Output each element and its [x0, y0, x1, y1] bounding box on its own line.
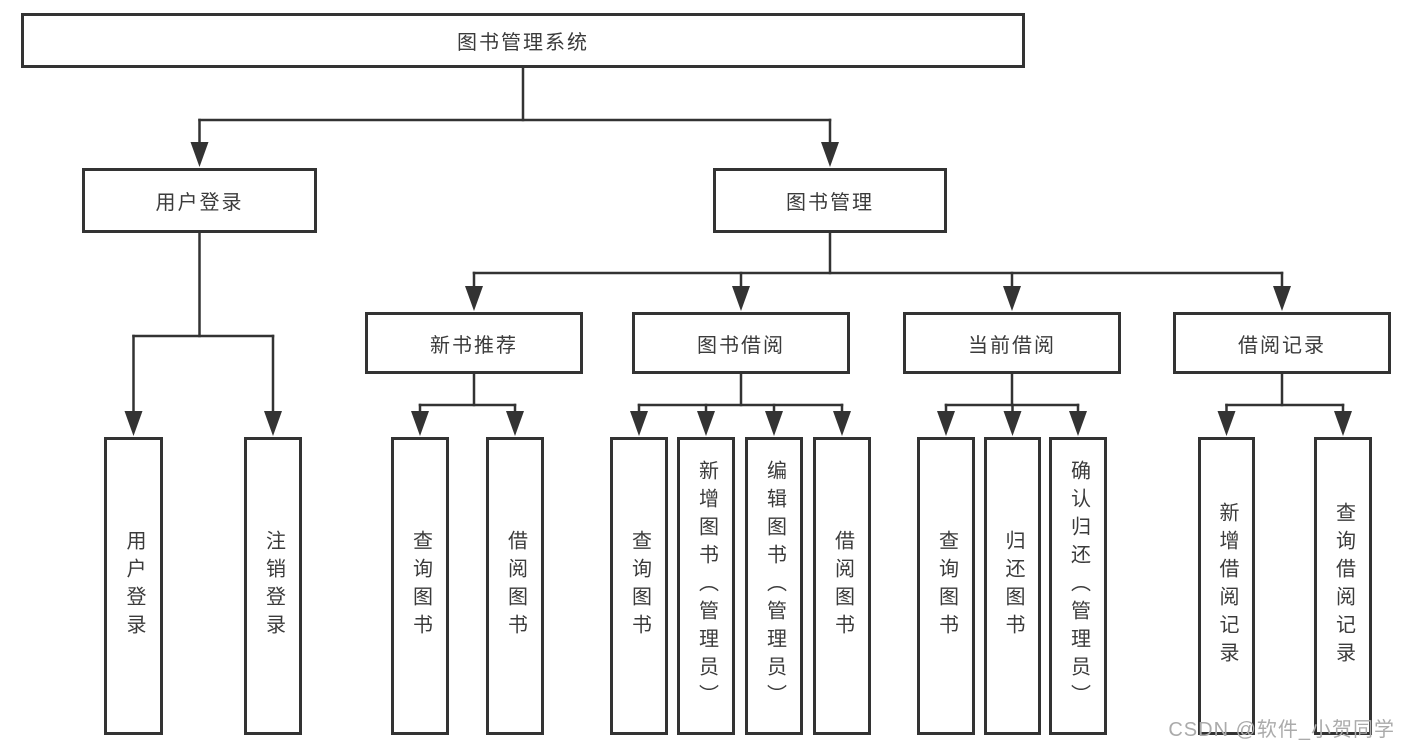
- node-root: 图书管理系统: [21, 13, 1025, 68]
- node-records: 借阅记录: [1173, 312, 1391, 374]
- node-leaf-logout: 注销登录: [244, 437, 302, 735]
- arrowhead-icon: [1217, 411, 1236, 436]
- node-leaf-nb-query: 查询图书: [391, 437, 449, 735]
- arrowhead-icon: [765, 411, 783, 436]
- watermark: CSDN @软件_小贺同学: [1168, 719, 1395, 741]
- arrowhead-icon: [1069, 411, 1087, 436]
- node-leaf-cur-confirm: 确认归还（管理员）: [1049, 437, 1107, 735]
- arrowhead-icon: [1334, 411, 1352, 436]
- node-leaf-rec-add: 新增借阅记录: [1198, 437, 1255, 735]
- arrowhead-icon: [630, 411, 648, 436]
- node-leaf-rec-query: 查询借阅记录: [1314, 437, 1372, 735]
- node-leaf-nb-borrow: 借阅图书: [486, 437, 544, 735]
- node-borrow: 图书借阅: [632, 312, 850, 374]
- arrowhead-icon: [411, 411, 429, 436]
- node-login: 用户登录: [82, 168, 317, 233]
- arrowhead-icon: [264, 411, 282, 436]
- arrowhead-icon: [1273, 286, 1291, 311]
- node-leaf-bw-borrow: 借阅图书: [813, 437, 871, 735]
- arrowhead-icon: [506, 411, 524, 436]
- arrowhead-icon: [821, 142, 839, 167]
- node-leaf-cur-return: 归还图书: [984, 437, 1041, 735]
- node-leaf-bw-add: 新增图书（管理员）: [677, 437, 735, 735]
- arrowhead-icon: [124, 411, 143, 436]
- arrowhead-icon: [697, 411, 715, 436]
- node-newbook: 新书推荐: [365, 312, 583, 374]
- node-leaf-bw-query: 查询图书: [610, 437, 668, 735]
- node-current: 当前借阅: [903, 312, 1121, 374]
- arrowhead-icon: [1003, 411, 1022, 436]
- arrowhead-icon: [190, 142, 209, 167]
- arrowhead-icon: [732, 286, 750, 311]
- node-leaf-cur-query: 查询图书: [917, 437, 975, 735]
- arrowhead-icon: [937, 411, 955, 436]
- node-leaf-bw-edit: 编辑图书（管理员）: [745, 437, 803, 735]
- arrowhead-icon: [1003, 286, 1021, 311]
- node-leaf-user-login: 用户登录: [104, 437, 163, 735]
- arrowhead-icon: [833, 411, 851, 436]
- arrowhead-icon: [465, 286, 483, 311]
- node-mgmt: 图书管理: [713, 168, 947, 233]
